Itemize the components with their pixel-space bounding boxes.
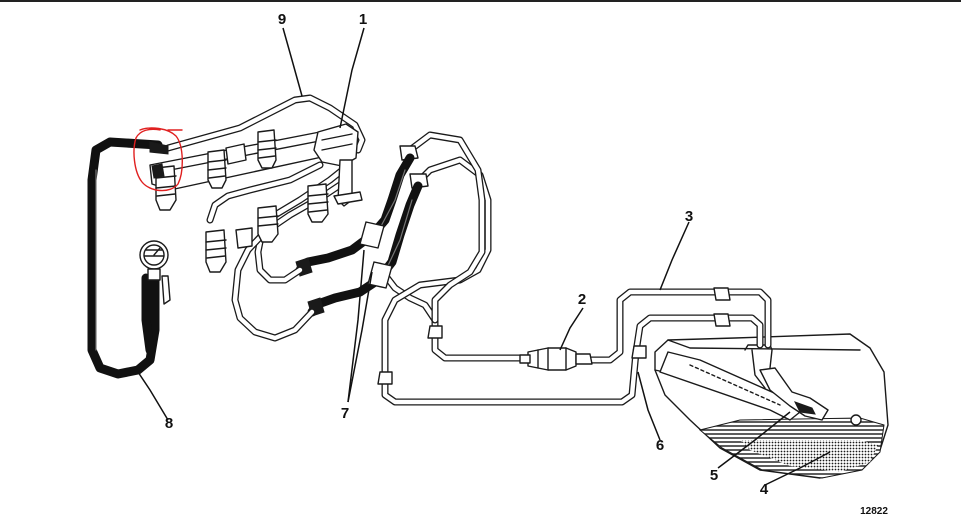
callout-9: 9 bbox=[278, 11, 286, 28]
fuel-rail bbox=[149, 123, 363, 207]
line-clip bbox=[427, 325, 443, 339]
flex-hoses bbox=[295, 153, 423, 317]
figure-number: 12822 bbox=[860, 506, 888, 517]
injector bbox=[257, 129, 277, 169]
fuel-pressure-gauge bbox=[87, 137, 171, 379]
injector bbox=[151, 163, 177, 211]
line-clip bbox=[713, 313, 731, 327]
callout-8: 8 bbox=[165, 415, 173, 432]
line-clip bbox=[713, 287, 731, 301]
callout-6: 6 bbox=[656, 437, 664, 454]
top-border-line bbox=[0, 0, 961, 2]
injector bbox=[205, 229, 227, 273]
fuel-tank bbox=[654, 333, 889, 479]
leader-lines bbox=[137, 27, 831, 486]
line-clip bbox=[377, 371, 393, 385]
injector bbox=[207, 143, 247, 189]
callout-5: 5 bbox=[710, 467, 718, 484]
callout-2: 2 bbox=[578, 291, 586, 308]
line-clip bbox=[631, 345, 647, 359]
injector bbox=[307, 183, 329, 223]
callout-7: 7 bbox=[341, 405, 349, 422]
fuel-filter bbox=[519, 347, 593, 371]
callout-4: 4 bbox=[760, 481, 769, 498]
injectors bbox=[151, 129, 329, 273]
callout-3: 3 bbox=[685, 208, 693, 225]
callout-1: 1 bbox=[359, 11, 367, 28]
fuel-lines bbox=[377, 131, 772, 406]
red-annotation-circle bbox=[133, 127, 183, 192]
injector bbox=[235, 205, 279, 249]
